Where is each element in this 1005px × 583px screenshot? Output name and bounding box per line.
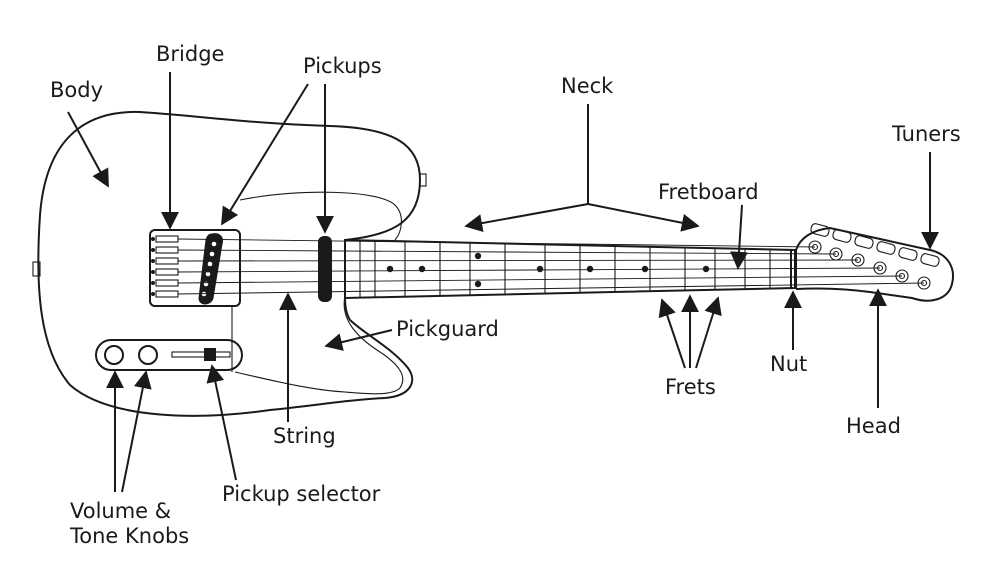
strings [177, 238, 925, 295]
label-frets: Frets [665, 375, 716, 399]
label-knobs-line1: Volume & [70, 499, 172, 523]
label-pickguard: Pickguard [396, 317, 499, 341]
fretboard-arrow [730, 204, 749, 270]
bridge-saddles [155, 235, 179, 298]
label-bridge: Bridge [156, 42, 225, 66]
label-tuners: Tuners [892, 122, 961, 146]
bridge-plate [149, 229, 241, 307]
pickup-selector-arrow [206, 364, 237, 481]
pickguard-lower-outline [234, 295, 404, 395]
tone-knob-arrow [121, 370, 152, 493]
label-pickup-selector: Pickup selector [222, 482, 381, 506]
frets-arrow-1 [658, 298, 686, 369]
pickguard-outline [239, 191, 402, 241]
bridge-string-anchors [151, 237, 155, 296]
control-plate [95, 339, 243, 371]
nut [790, 250, 797, 289]
tone-knob [138, 345, 158, 365]
label-string: String [273, 424, 336, 448]
headstock-outline [795, 226, 954, 302]
guitar-body-outline [37, 110, 422, 417]
neck-arrow-right [587, 203, 700, 232]
tuner-keys [810, 223, 940, 267]
frets-arrow-3 [695, 296, 722, 369]
body-arrow [67, 111, 109, 188]
label-nut: Nut [770, 352, 808, 376]
label-body: Body [50, 78, 104, 102]
label-fretboard: Fretboard [658, 180, 759, 204]
neck-arrow-left [464, 203, 589, 232]
pickups-arrow-bridge [221, 83, 309, 226]
label-pickups: Pickups [303, 54, 382, 78]
output-jack [32, 261, 41, 277]
pickguard-arrow [324, 329, 393, 351]
strap-button [419, 173, 427, 187]
bridge-pickup [198, 233, 223, 305]
selector-switch [204, 348, 216, 361]
label-knobs-line2: Tone Knobs [70, 524, 190, 548]
label-neck: Neck [561, 74, 614, 98]
volume-knob [104, 345, 124, 365]
selector-slot [171, 351, 231, 358]
neck-pickup [318, 236, 332, 302]
label-head: Head [846, 414, 901, 438]
